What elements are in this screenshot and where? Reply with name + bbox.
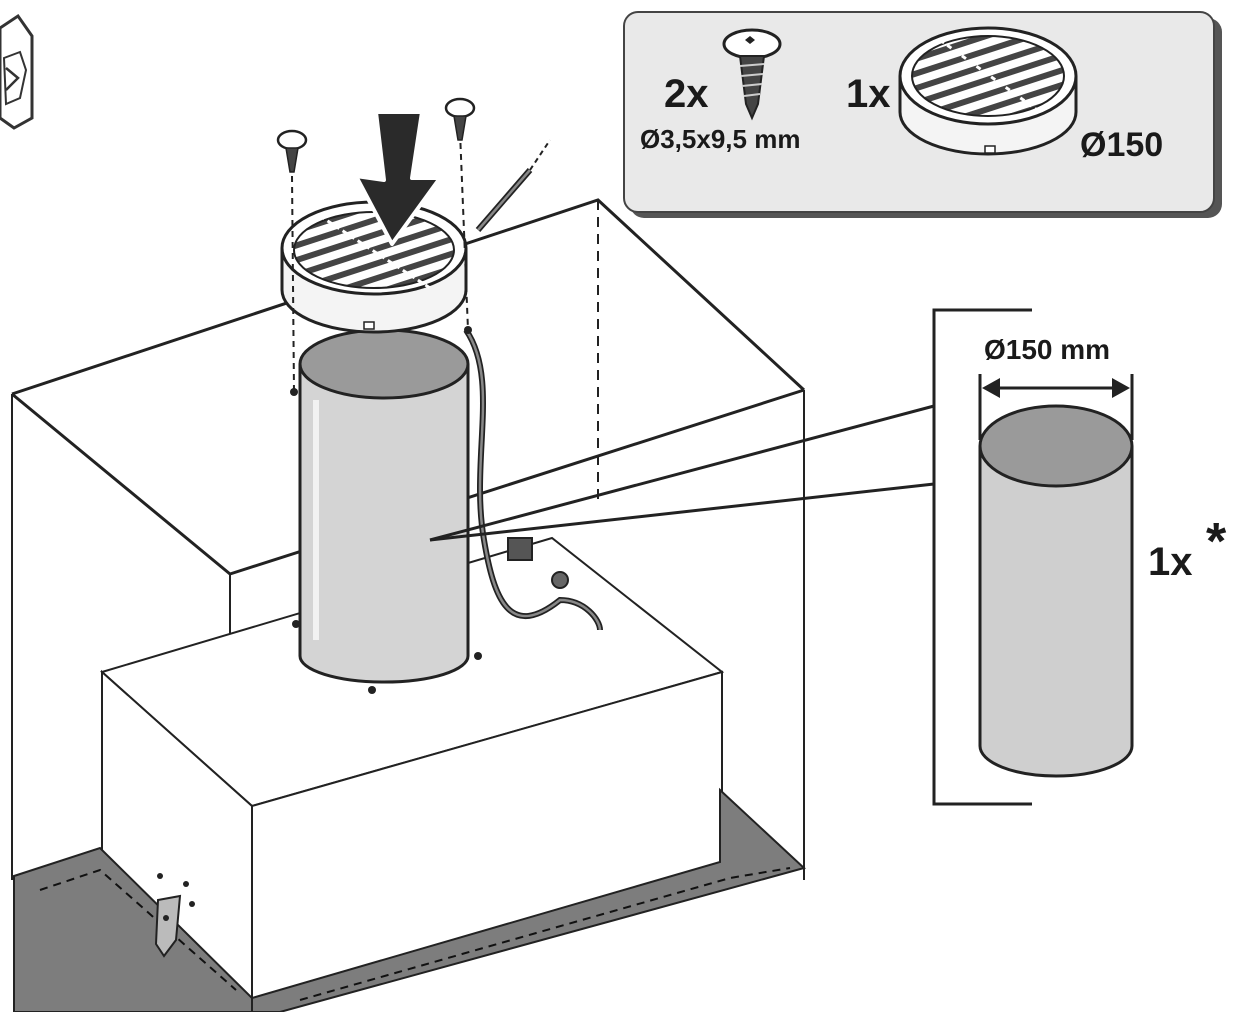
flange-quantity: 1x <box>846 72 891 116</box>
down-arrow-icon <box>354 110 442 246</box>
detail-pipe <box>978 404 1134 778</box>
screw-quantity: 2x <box>664 72 709 116</box>
base-tray <box>13 787 806 1013</box>
screw-icon <box>276 97 476 173</box>
hexagon-arrow-icon <box>0 13 34 130</box>
flange-diameter: Ø150 <box>1080 126 1164 164</box>
round-flange-icon <box>898 26 1078 156</box>
dimension-line <box>978 374 1134 440</box>
optional-asterisk: * <box>1206 513 1227 571</box>
exhaust-pipe <box>290 326 482 694</box>
screw-icon <box>722 28 782 121</box>
flange-above-pipe <box>280 131 469 393</box>
pipe-diameter: Ø150 mm <box>984 334 1111 365</box>
screw-size: Ø3,5x9,5 mm <box>640 124 801 154</box>
detail-callout-wedge <box>429 308 1032 806</box>
pipe-quantity: 1x <box>1148 540 1193 584</box>
power-cable <box>463 139 603 631</box>
